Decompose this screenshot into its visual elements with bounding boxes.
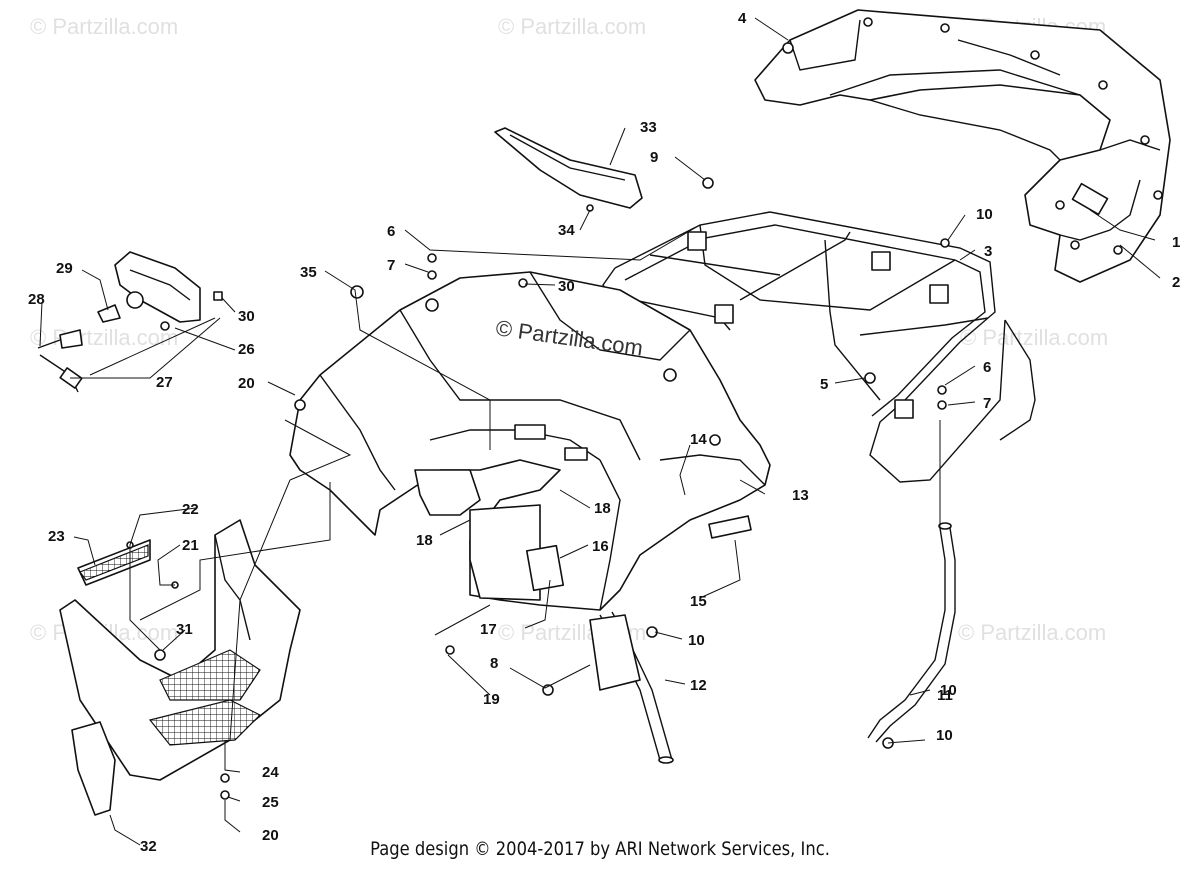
callout-label: 4	[738, 10, 747, 27]
callout-label: 24	[262, 764, 279, 781]
callout-label: 32	[140, 838, 157, 855]
callout-label: 23	[48, 528, 65, 545]
page-footer: Page design © 2004-2017 by ARI Network S…	[370, 838, 830, 860]
footwell-part	[59, 519, 301, 816]
callout-label: 35	[300, 264, 317, 281]
leader-lines	[39, 17, 1161, 846]
hardware-parts	[126, 42, 950, 800]
callout-label: 13	[792, 487, 809, 504]
callout-label: 21	[182, 537, 199, 554]
callout-label: 33	[640, 119, 657, 136]
callout-label: 11	[937, 687, 953, 704]
callout-label: 18	[416, 532, 433, 549]
callout-label: 34	[558, 222, 575, 239]
watermark: © Partzilla.com	[30, 14, 178, 39]
watermarks: © Partzilla.com © Partzilla.com © Partzi…	[30, 14, 1108, 645]
support-parts	[589, 522, 956, 764]
callout-label: 12	[690, 677, 707, 694]
callout-label: 29	[56, 260, 73, 277]
watermark: © Partzilla.com	[498, 14, 646, 39]
callout-label: 1	[1172, 234, 1180, 251]
callout-label: 30	[238, 308, 255, 325]
callout-label: 20	[238, 375, 255, 392]
watermark: © Partzilla.com	[958, 620, 1106, 645]
callout-label: 6	[387, 223, 395, 240]
callout-label: 25	[262, 794, 279, 811]
callout-label: 10	[976, 206, 993, 223]
callout-label: 15	[690, 593, 707, 610]
callout-label: 9	[650, 149, 658, 166]
callout-label: 2	[1172, 274, 1180, 291]
callout-label: 18	[594, 500, 611, 517]
rear-rack-part	[754, 9, 1171, 283]
callout-label: 27	[156, 374, 173, 391]
callout-label: 19	[483, 691, 500, 708]
callout-label: 22	[182, 501, 199, 518]
callout-label: 6	[983, 359, 991, 376]
callout-label: 31	[176, 621, 193, 638]
callout-label: 10	[688, 632, 705, 649]
callout-label: 10	[936, 727, 953, 744]
callout-label: 3	[984, 243, 992, 260]
callout-label: 14	[690, 431, 707, 448]
callout-label: 26	[238, 341, 255, 358]
callout-label: 5	[820, 376, 828, 393]
callouts: 1 2 3 4 5 6 6 7 7 8 9 10 10 10 10 11 12 …	[28, 10, 1180, 855]
callout-label: 30	[558, 278, 575, 295]
callout-label: 17	[480, 621, 497, 638]
flap-part	[494, 127, 643, 209]
callout-label: 16	[592, 538, 609, 555]
callout-label: 20	[262, 827, 279, 844]
callout-label: 10	[940, 682, 957, 699]
callout-label: 7	[387, 257, 395, 274]
watermark: © Partzilla.com	[30, 325, 178, 350]
watermark: © Partzilla.com	[960, 325, 1108, 350]
callout-label: 28	[28, 291, 45, 308]
callout-label: 7	[983, 395, 991, 412]
callout-label: 8	[490, 655, 498, 672]
